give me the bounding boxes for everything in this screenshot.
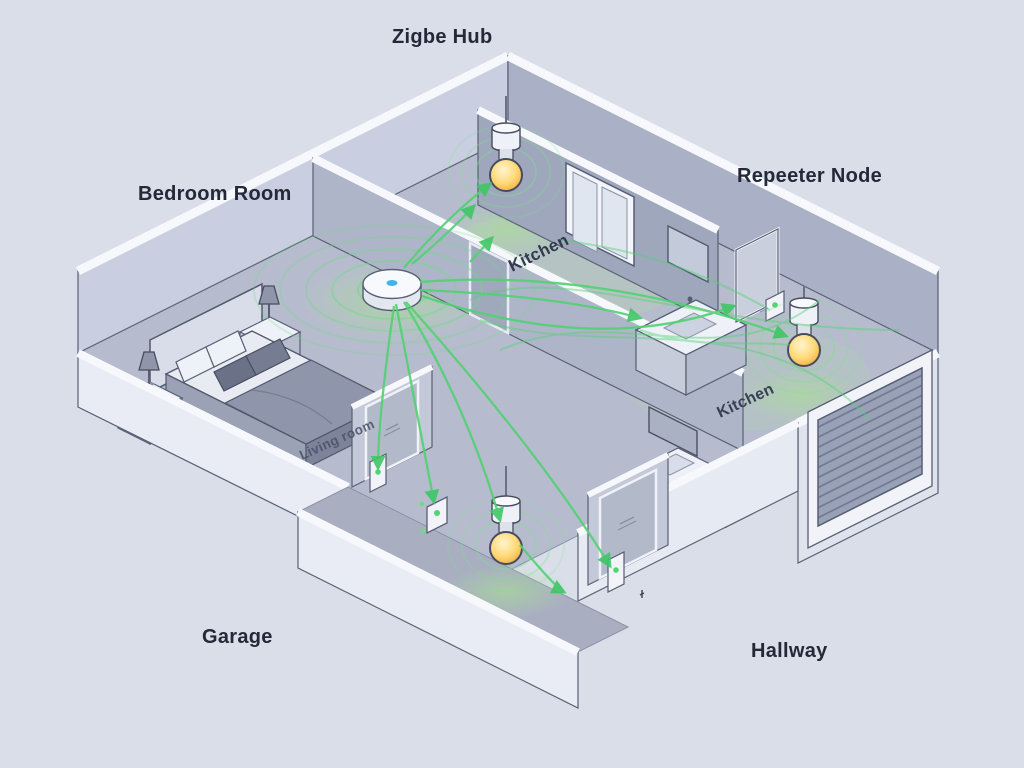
table-lamp-far (258, 285, 280, 318)
zigbee-hub-device (253, 224, 535, 356)
kitchen-window-wall (476, 106, 720, 326)
label-bedroom: Bedroom Room (138, 183, 292, 205)
label-zigbee-hub: Zigbe Hub (392, 26, 492, 48)
corridor-outer-wall (296, 508, 580, 709)
label-hallway: Hallway (751, 640, 828, 662)
hub-signal-rings (253, 224, 535, 356)
garage-door (817, 366, 923, 528)
wall-mount-repeater (759, 290, 785, 322)
bedroom (116, 282, 394, 469)
mirror (667, 224, 709, 284)
wall-switch (419, 495, 448, 535)
smart-bulb-pendant-kitchen (447, 96, 565, 219)
door-sensor-hallway (607, 551, 625, 593)
hallway-door-end (586, 452, 670, 598)
wall-monitor (648, 405, 698, 458)
zigbee-hub-disc (362, 268, 422, 312)
living-door-inset (468, 240, 510, 336)
mesh-network-links (370, 182, 901, 594)
label-garage: Garage (202, 626, 273, 648)
back-right-wall (505, 51, 941, 354)
garage-front-wall (795, 348, 941, 564)
pillow-dark (245, 338, 291, 376)
smart-bulb-hallway (447, 466, 565, 592)
window (565, 161, 635, 268)
hub-led (386, 280, 398, 286)
label-repeater-node: Repeeter Node (737, 165, 882, 187)
smart-bulb-repeater-node (745, 286, 863, 394)
pillow (205, 330, 247, 368)
